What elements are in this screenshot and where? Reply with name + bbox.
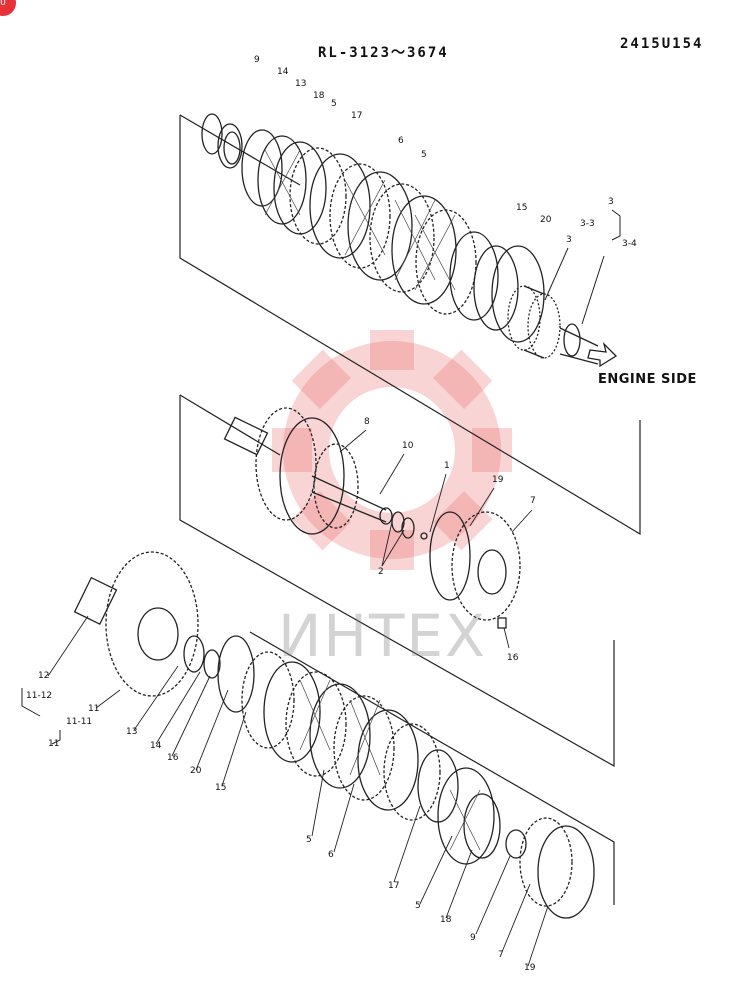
callout-3-4: 3-4 — [622, 239, 637, 249]
badge: 0 — [0, 0, 16, 16]
callout-3: 3 — [566, 235, 572, 245]
callout-9: 9 — [470, 933, 476, 943]
callout-3: 3 — [608, 197, 614, 207]
middle-leader-lines — [339, 429, 533, 649]
callout-5: 5 — [421, 150, 427, 160]
callout-14: 14 — [150, 741, 162, 751]
callout-7: 7 — [530, 496, 536, 506]
callout-17: 17 — [351, 111, 362, 121]
bottom-clutch-hatching — [299, 679, 481, 851]
callout-6: 6 — [398, 136, 404, 146]
watermark-gear-icon — [283, 341, 501, 559]
top-gear-shaft — [507, 285, 618, 368]
callout-12: 12 — [38, 671, 49, 681]
callout-16: 16 — [167, 753, 179, 763]
callout-11: 11 — [48, 739, 59, 749]
callout-8: 8 — [364, 417, 370, 427]
callout-2: 2 — [378, 567, 384, 577]
callout-17: 17 — [388, 881, 399, 891]
bottom-bracket-11 — [21, 688, 61, 745]
callout-5: 5 — [415, 901, 421, 911]
callout-16: 16 — [507, 653, 519, 663]
callout-14: 14 — [277, 67, 289, 77]
top-bracket-3 — [544, 209, 621, 325]
callout-7: 7 — [498, 950, 504, 960]
drawing-code: 2415U154 — [620, 36, 704, 52]
callout-11: 11 — [88, 704, 99, 714]
bottom-leader-lines — [47, 615, 549, 967]
callouts-middle: 8 10 1 19 7 2 16 — [364, 417, 536, 663]
callouts-bottom: 12 11-12 11 11-11 11 13 14 16 20 15 5 6 17 5 18 9 7 19 — [26, 671, 536, 973]
callout-1: 1 — [444, 461, 450, 471]
callout-11-12: 11-12 — [26, 691, 52, 701]
callout-5: 5 — [306, 835, 312, 845]
callout-15: 15 — [516, 203, 527, 213]
callout-20: 20 — [540, 215, 552, 225]
top-clutch-hatching — [264, 149, 456, 291]
callout-10: 10 — [402, 441, 414, 451]
callout-18: 18 — [440, 915, 452, 925]
callout-6: 6 — [328, 850, 334, 860]
engine-side-label: ENGINE SIDE — [598, 372, 697, 387]
callout-19: 19 — [492, 475, 504, 485]
callout-19: 19 — [524, 963, 536, 973]
callout-20: 20 — [190, 766, 202, 776]
bottom-assembly-frame — [249, 631, 615, 905]
serial-range: RL-3123～3674 — [318, 45, 449, 61]
callout-13: 13 — [295, 79, 306, 89]
callout-13: 13 — [126, 727, 137, 737]
callout-3-3: 3-3 — [580, 219, 595, 229]
callout-18: 18 — [313, 91, 325, 101]
middle-assembly-frame — [179, 394, 615, 768]
callout-5: 5 — [331, 99, 337, 109]
middle-carrier — [223, 407, 521, 629]
watermark-text: ИНТЕХ — [278, 602, 487, 670]
callout-9: 9 — [254, 55, 260, 65]
callout-11-11: 11-11 — [66, 717, 92, 727]
top-clutch-pack — [201, 113, 545, 343]
callouts-top: 9 14 13 18 5 17 6 5 15 20 3 3 3-3 3-4 — [254, 55, 637, 249]
bottom-gear-and-clutches — [73, 551, 595, 919]
callout-15: 15 — [215, 783, 226, 793]
